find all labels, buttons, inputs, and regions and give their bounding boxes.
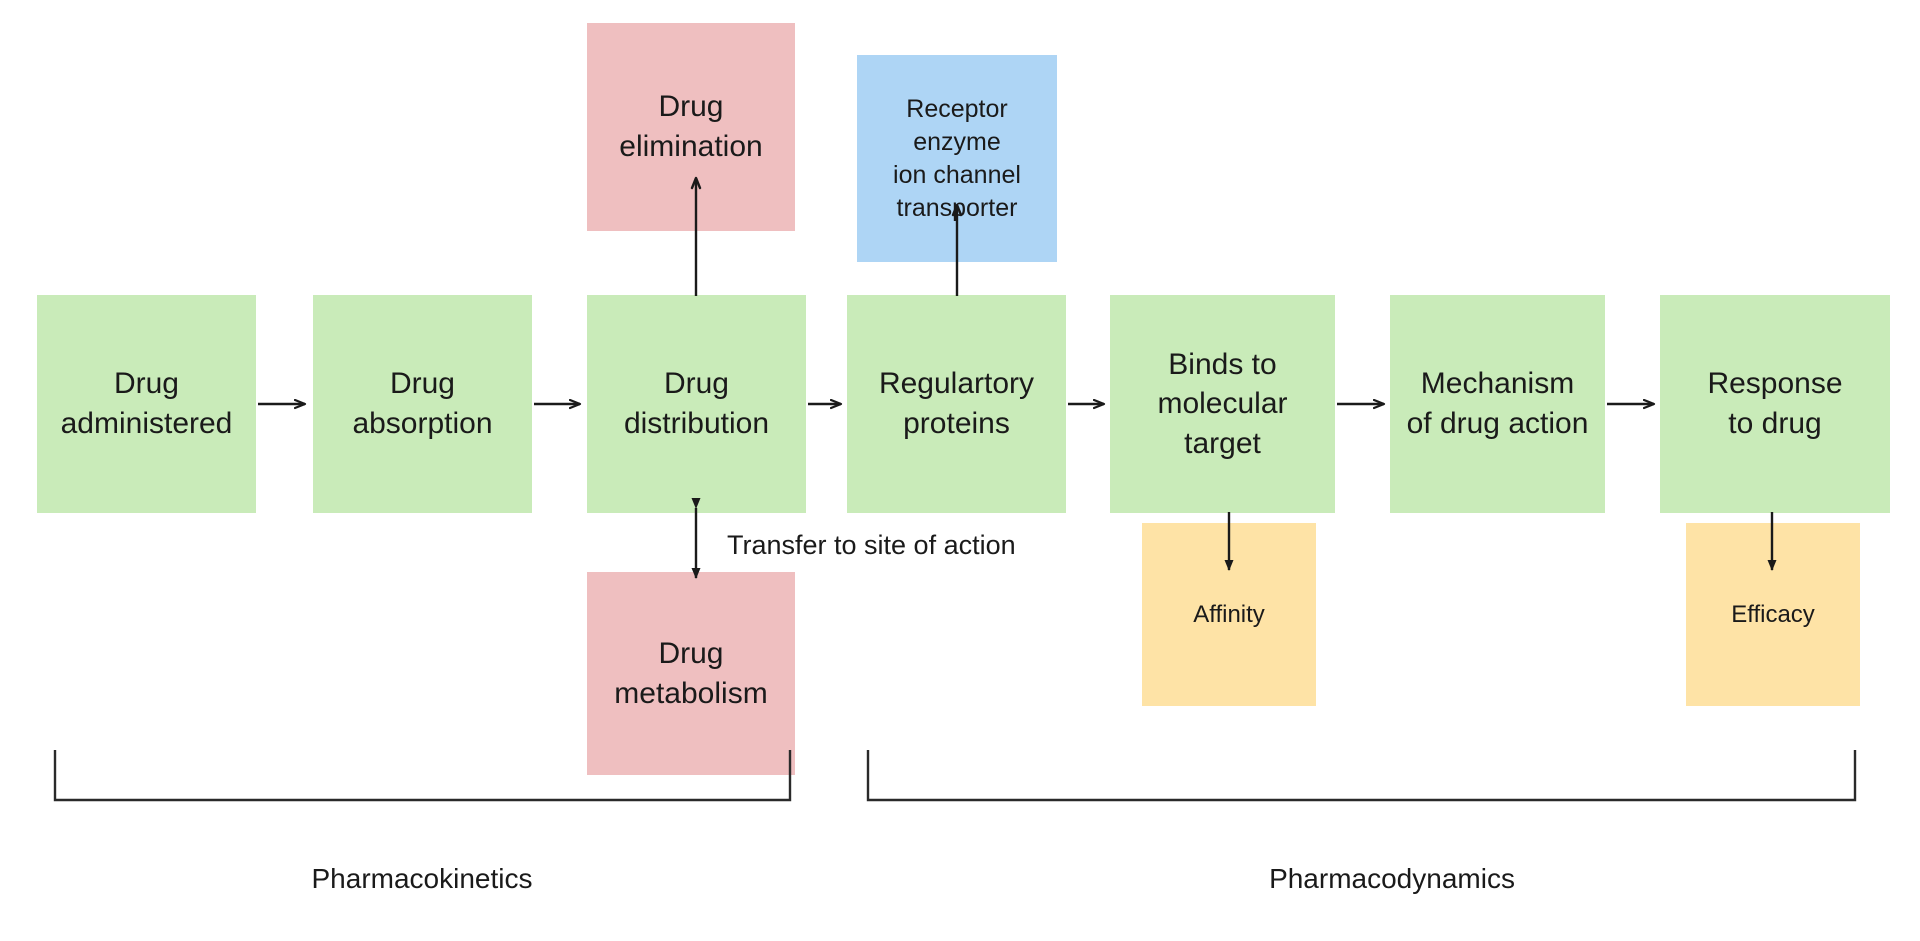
node-label-regulatory-proteins: Regulartory proteins [878, 367, 1035, 440]
node-label-response-to-drug: Response to drug [1707, 367, 1843, 440]
node-response-to-drug[interactable]: Response to drug [1660, 295, 1890, 513]
node-efficacy[interactable]: Efficacy [1686, 523, 1860, 706]
node-drug-metabolism[interactable]: Drug metabolism [587, 572, 795, 775]
node-label-affinity: Affinity [1193, 600, 1265, 628]
bracket-label-pharmacokinetics: Pharmacokinetics [311, 863, 533, 894]
node-label-drug-elimination: Drug elimination [619, 90, 763, 163]
node-drug-elimination[interactable]: Drug elimination [587, 23, 795, 231]
node-drug-administered[interactable]: Drug administered [37, 295, 256, 513]
caption-transfer-to-site-of-action: Transfer to site of action [727, 530, 1016, 560]
node-receptor-targets[interactable]: Receptor enzyme ion channel transporter [857, 55, 1057, 262]
node-binds-molecular-target[interactable]: Binds to molecular target [1110, 295, 1335, 513]
node-label-efficacy: Efficacy [1731, 600, 1815, 628]
node-drug-absorption[interactable]: Drug absorption [313, 295, 532, 513]
bracket-layer [53, 750, 1857, 802]
node-label-binds-molecular-target: Binds to molecular target [1157, 347, 1288, 460]
node-label-receptor-targets: Receptor enzyme ion channel transporter [893, 94, 1021, 222]
node-label-drug-administered: Drug administered [60, 367, 233, 440]
bracket-pharmacodynamics [866, 750, 1857, 802]
bracket-label-pharmacodynamics: Pharmacodynamics [1269, 863, 1515, 894]
node-label-drug-absorption: Drug absorption [352, 367, 493, 440]
node-mechanism-drug-action[interactable]: Mechanism of drug action [1390, 295, 1605, 513]
node-drug-distribution[interactable]: Drug distribution [587, 295, 806, 513]
node-label-drug-distribution: Drug distribution [623, 367, 770, 440]
node-regulatory-proteins[interactable]: Regulartory proteins [847, 295, 1066, 513]
node-label-drug-metabolism: Drug metabolism [614, 636, 768, 710]
node-affinity[interactable]: Affinity [1142, 523, 1316, 706]
node-label-mechanism-drug-action: Mechanism of drug action [1406, 367, 1589, 440]
